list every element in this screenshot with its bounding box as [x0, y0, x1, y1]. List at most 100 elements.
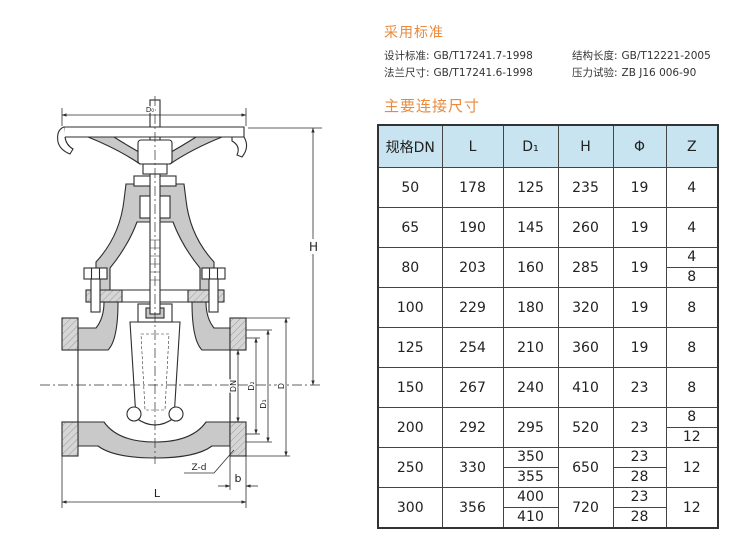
standard-item-design: 设计标准:GB/T17241.7-1998	[384, 50, 572, 63]
table-cell-d1: 160	[502, 247, 559, 288]
table-cell-dn: 80	[377, 247, 443, 288]
table-cell-h: 650	[557, 447, 614, 488]
table-cell-dn: 100	[377, 287, 443, 328]
table-subcell: 4	[687, 249, 697, 265]
centerlines	[40, 96, 322, 464]
table-cell-phi: 23	[612, 367, 667, 408]
label-d1: D₁	[259, 399, 268, 408]
table-cell-h: 720	[557, 487, 614, 529]
table-cell-l: 356	[441, 487, 504, 529]
table-cell-h: 285	[557, 247, 614, 288]
standard-label: 法兰尺寸:	[384, 67, 430, 79]
table-cell-l: 178	[441, 167, 504, 208]
table-cell-d1: 145	[502, 207, 559, 248]
table-cell-l: 203	[441, 247, 504, 288]
table-cell-dn: 65	[377, 207, 443, 248]
dimension-d1	[246, 329, 272, 443]
table-subcell: 355	[503, 467, 558, 487]
table-subcell: 8	[687, 409, 697, 425]
dimension-h	[248, 127, 322, 386]
standard-item-structure-length: 结构长度:GB/T12221-2005	[572, 50, 732, 63]
standard-label: 压力试验:	[572, 67, 618, 79]
table-cell-z: 4	[665, 167, 719, 208]
standard-label: 结构长度:	[572, 50, 618, 62]
table-subcell: 23	[630, 489, 649, 505]
table-cell-dn: 150	[377, 367, 443, 408]
bolt-left	[83, 267, 108, 313]
table-cell-l: 267	[441, 367, 504, 408]
label-d2: D₂	[247, 381, 256, 390]
table-cell-dn: 200	[377, 407, 443, 448]
handwheel	[57, 126, 248, 175]
table-subcell: 12	[666, 427, 717, 447]
header-z: Z	[665, 124, 719, 168]
table-cell-phi: 19	[612, 207, 667, 248]
dimension-d	[246, 317, 290, 457]
table-cell-d1: 295	[502, 407, 559, 448]
standards-list: 设计标准:GB/T17241.7-1998 结构长度:GB/T12221-200…	[384, 50, 732, 80]
table-cell-l: 292	[441, 407, 504, 448]
table-cell-dn: 250	[377, 447, 443, 488]
table-cell-z: 8	[665, 287, 719, 328]
table-cell-h: 235	[557, 167, 614, 208]
table-cell-h: 520	[557, 407, 614, 448]
header-dn: 规格DN	[377, 124, 443, 168]
standard-label: 设计标准:	[384, 50, 430, 62]
table-cell-h: 320	[557, 287, 614, 328]
label-d0: D₀	[146, 106, 154, 114]
label-b: b	[235, 472, 242, 485]
table-cell-h: 360	[557, 327, 614, 368]
table-cell-phi: 19	[612, 327, 667, 368]
table-cell-h: 410	[557, 367, 614, 408]
dimensions-title: 主要连接尺寸	[384, 97, 481, 115]
label-h: H	[309, 240, 318, 254]
table-subcell: 350	[517, 449, 544, 465]
label-d: D	[277, 383, 286, 389]
table-cell-d1: 240	[502, 367, 559, 408]
standard-value: GB/T17241.7-1998	[433, 50, 533, 62]
flange-left	[61, 317, 79, 457]
table-cell-d1: 125	[502, 167, 559, 208]
table-subcell: 8	[666, 267, 717, 287]
bolt-right	[201, 267, 226, 313]
valve-drawing: D₀ H DN D₂ D₁ D Z-d b L	[40, 96, 322, 508]
header-d1: D₁	[502, 124, 559, 168]
table-cell-z: 12	[665, 487, 719, 529]
standard-value: GB/T12221-2005	[621, 50, 711, 62]
label-dn: DN	[229, 380, 238, 392]
standards-title: 采用标准	[384, 25, 444, 41]
table-cell-z: 12	[665, 447, 719, 488]
table-cell-z: 8	[665, 367, 719, 408]
table-cell-z: 4	[665, 207, 719, 248]
flange-right	[229, 317, 247, 457]
standard-item-pressure-test: 压力试验:ZB J16 006-90	[572, 67, 732, 80]
table-cell-dn: 125	[377, 327, 443, 368]
table-cell-phi: 23	[612, 407, 667, 448]
table-cell-l: 330	[441, 447, 504, 488]
header-h: H	[557, 124, 614, 168]
table-cell-phi: 19	[612, 287, 667, 328]
table-subcell: 400	[517, 489, 544, 505]
table-cell-dn: 50	[377, 167, 443, 208]
standard-value: ZB J16 006-90	[621, 67, 697, 79]
table-cell-d1: 210	[502, 327, 559, 368]
label-zd: Z-d	[192, 463, 207, 473]
table-header-row: 规格DN L D₁ H Φ Z	[377, 124, 719, 168]
dimension-d0	[61, 108, 247, 126]
table-cell-l: 190	[441, 207, 504, 248]
table-cell-phi: 19	[612, 247, 667, 288]
standard-item-flange-size: 法兰尺寸:GB/T17241.6-1998	[384, 67, 572, 80]
dimension-zd-leader	[184, 449, 235, 474]
